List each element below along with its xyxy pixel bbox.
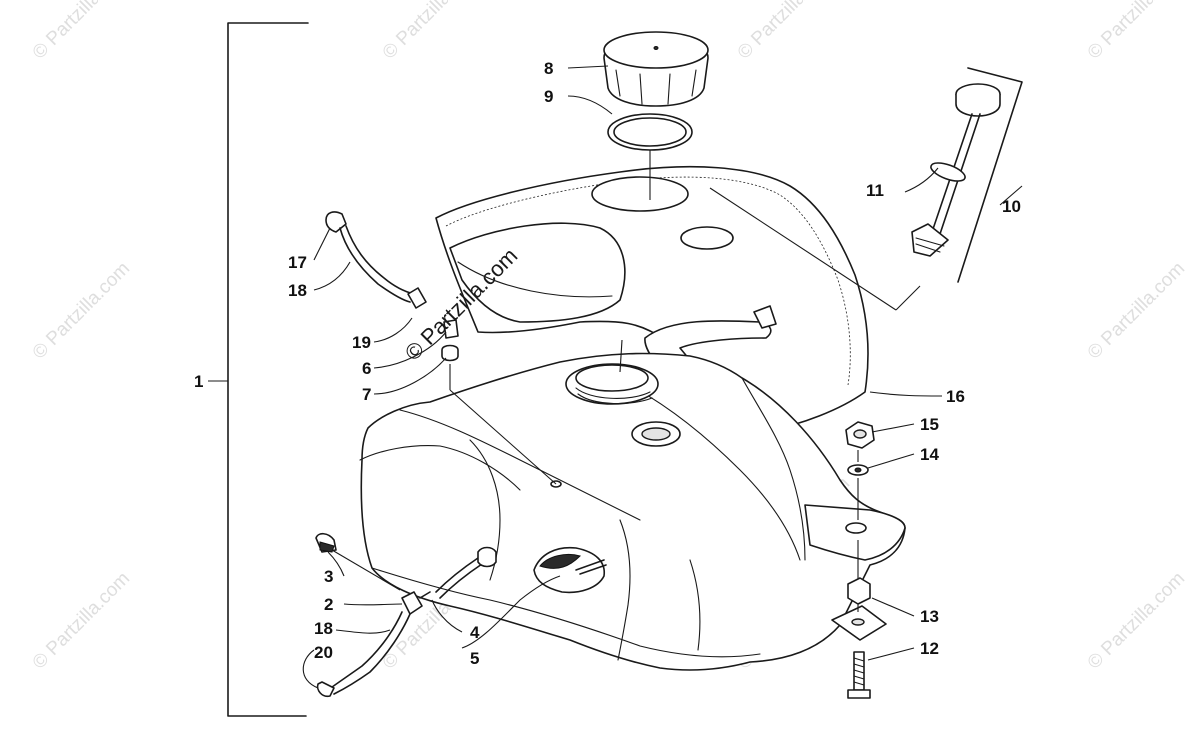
mounting-hardware — [831, 421, 887, 699]
callout-14[interactable]: 14 — [920, 445, 939, 464]
watermark: © Partzilla.com — [1084, 258, 1189, 363]
callout-17[interactable]: 17 — [288, 253, 307, 272]
callout-8[interactable]: 8 — [544, 59, 553, 78]
callout-4[interactable]: 4 — [470, 623, 480, 642]
gas-cap — [603, 31, 709, 373]
callout-1[interactable]: 1 — [194, 372, 203, 391]
callout-20[interactable]: 20 — [314, 643, 333, 662]
callout-12[interactable]: 12 — [920, 639, 939, 658]
fuel-line-assembly — [315, 532, 561, 698]
callout-labels: 1 2 3 4 5 6 7 8 9 10 11 12 13 14 15 16 1… — [194, 59, 1021, 668]
callout-9[interactable]: 9 — [544, 87, 553, 106]
watermark: © Partzilla.com — [29, 258, 134, 363]
assembly-bracket — [227, 22, 309, 717]
tank-cover — [435, 165, 869, 466]
callout-13[interactable]: 13 — [920, 607, 939, 626]
fuel-gauge-sender — [709, 67, 1023, 311]
callout-18b[interactable]: 18 — [314, 619, 333, 638]
watermark: © Partzilla.com — [1084, 568, 1189, 673]
watermark: © Partzilla.com — [379, 0, 484, 64]
callout-10[interactable]: 10 — [1002, 197, 1021, 216]
callout-3[interactable]: 3 — [324, 567, 333, 586]
callout-11[interactable]: 11 — [866, 181, 884, 200]
callout-16[interactable]: 16 — [946, 387, 965, 406]
callout-leaders — [302, 65, 943, 689]
callout-6[interactable]: 6 — [362, 359, 371, 378]
watermark: © Partzilla.com — [1084, 0, 1189, 64]
callout-15[interactable]: 15 — [920, 415, 939, 434]
watermark: © Partzilla.com — [29, 568, 134, 673]
callout-18[interactable]: 18 — [288, 281, 307, 300]
vent-hose-assembly — [325, 211, 557, 485]
watermark: © Partzilla.com — [29, 0, 134, 64]
watermark: © Partzilla.com — [734, 0, 839, 64]
callout-5[interactable]: 5 — [470, 649, 479, 668]
callout-7[interactable]: 7 — [362, 385, 371, 404]
callout-19[interactable]: 19 — [352, 333, 371, 352]
callout-2[interactable]: 2 — [324, 595, 333, 614]
